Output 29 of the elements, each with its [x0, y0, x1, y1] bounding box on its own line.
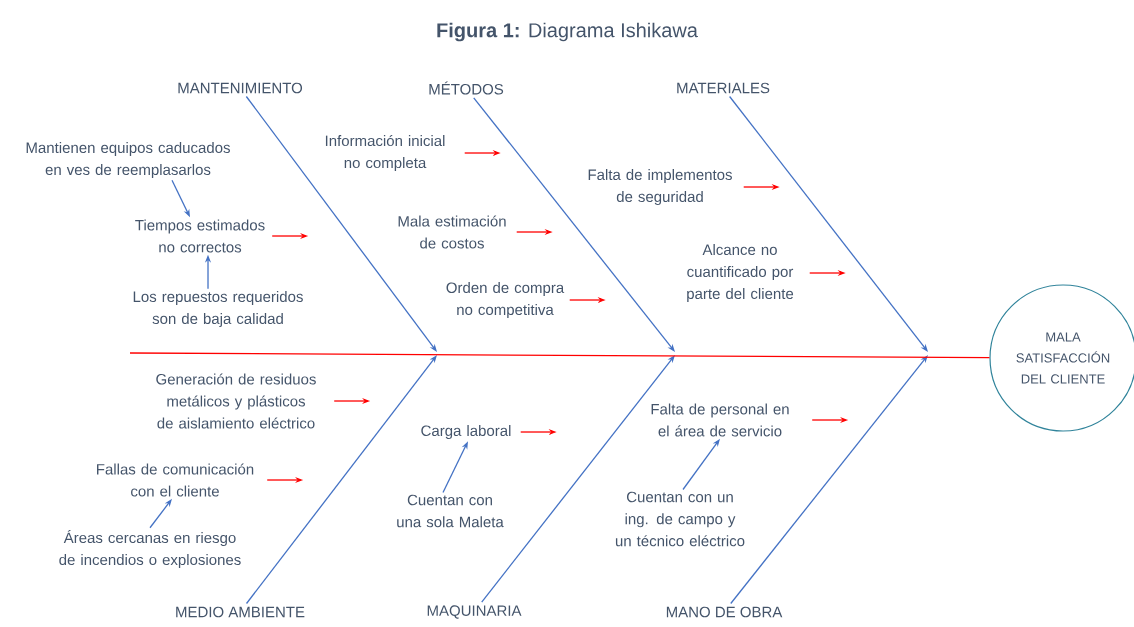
cause-text: Fallas de comunicación con el cliente: [97, 463, 254, 497]
spine-line: [129, 352, 991, 359]
cause-text: Tiempos estimados no correctos: [135, 219, 265, 253]
cause-text: Falta de implementos de seguridad: [588, 169, 732, 205]
bone-arrow: [245, 355, 437, 605]
cause-text: Cuentan con una sola Maleta: [397, 494, 504, 528]
cause-text: Carga laboral: [421, 425, 511, 439]
cause-text: Áreas cercanas en riesgo de incendios o explosiones: [59, 529, 241, 569]
category-label: MEDIO AMBIENTE: [176, 606, 305, 618]
bone-arrow: [245, 95, 437, 352]
title: Figura 1: Diagrama Ishikawa: [437, 22, 698, 42]
category-label: MANO DE OBRA: [666, 606, 783, 618]
cause-text: Generación de residuos metálicos y plásticos de aislamiento eléctrico: [156, 373, 316, 429]
cause-text: Los repuestos requeridos son de baja calidad: [133, 291, 303, 327]
category-label: MATERIALES: [677, 82, 770, 94]
category-label: MAQUINARIA: [427, 605, 522, 619]
bone-arrow: [728, 95, 928, 352]
category-label: MÉTODOS: [429, 81, 504, 95]
cause-text: Mantienen equipos caducados en ves de reemplasarlos: [26, 142, 230, 178]
cause-text: Cuentan con un ing. de campo y un técnico eléctrico: [615, 491, 745, 547]
bone-arrow: [481, 355, 675, 603]
cause-text: Información inicial no completa: [325, 134, 445, 172]
bone-arrow: [730, 355, 928, 605]
cause-text: Mala estimación de costos: [398, 215, 506, 249]
cause-text: Orden de compra no competitiva: [446, 282, 565, 318]
cause-text: Falta de personal en el área de servicio: [651, 403, 789, 437]
cause-text: Alcance no cuantificado por parte del cliente: [687, 244, 794, 302]
category-label: MANTENIMIENTO: [178, 82, 303, 94]
bone-arrow: [473, 97, 675, 352]
